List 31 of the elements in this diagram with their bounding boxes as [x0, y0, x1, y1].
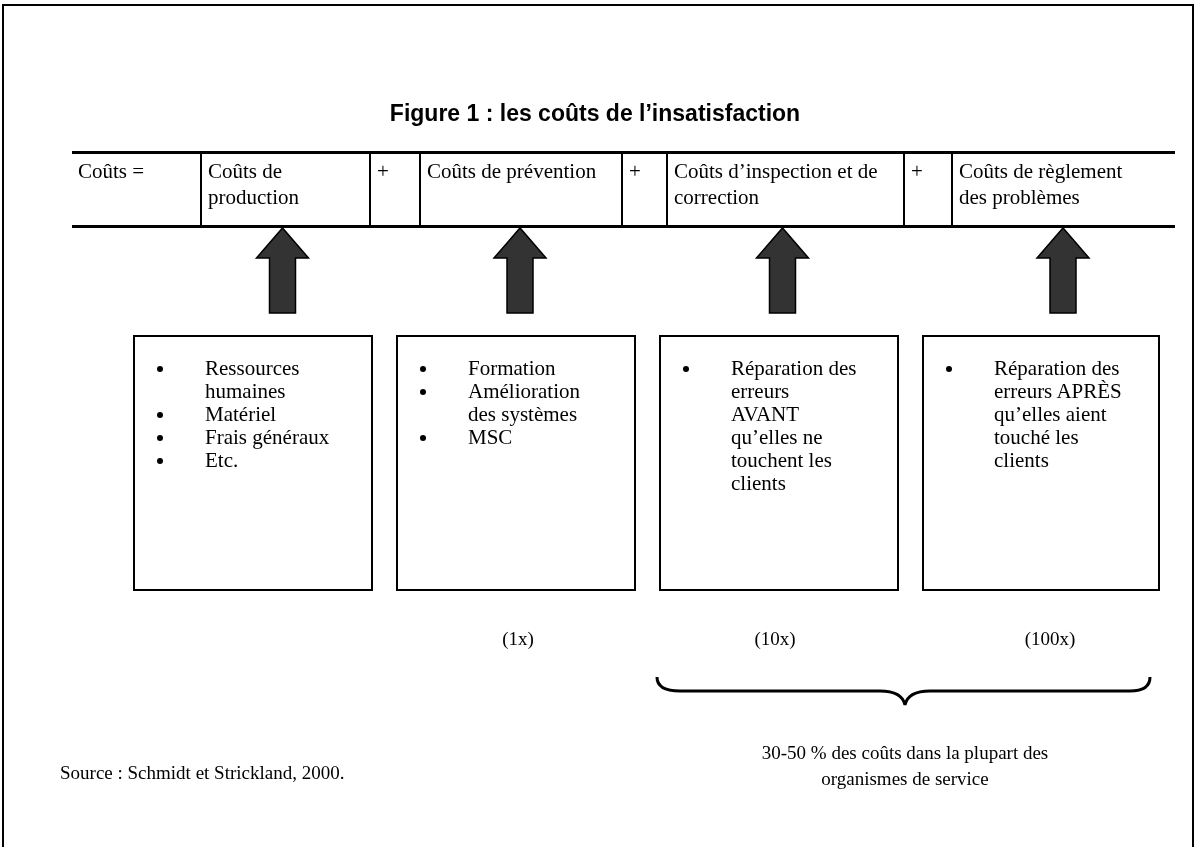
list-item: Frais généraux [205, 426, 330, 449]
list-item: Ressources humaines [205, 357, 301, 403]
list-item: Matériel [205, 403, 277, 426]
table-cell: Coûts d’inspection et de correction [666, 154, 903, 226]
table-cell: Coûts de production [200, 154, 369, 226]
table-cell: Coûts = [72, 154, 200, 226]
title: Figure 1 : les coûts de l’insatisfaction [388, 99, 802, 128]
table-cell: + [903, 154, 951, 226]
list-item: Etc. [205, 449, 239, 472]
multiplier-label: (10x) [753, 627, 797, 651]
text-box [922, 335, 1160, 591]
block-arrow [1035, 226, 1091, 314]
list-item: Réparation des erreurs APRÈS qu’elles aient touché les clients [994, 357, 1122, 472]
list-item: MSC [468, 426, 513, 449]
source-note: Source : Schmidt et Strickland, 2000. [60, 761, 346, 785]
multiplier-label: (100x) [1023, 627, 1077, 651]
list-item: Amélioration des systèmes [468, 380, 581, 426]
block-arrow [492, 226, 548, 314]
brace-note: 30-50 % des coûts dans la plupart des organismes de service [760, 741, 1050, 791]
table-cell: + [369, 154, 419, 226]
text-box [659, 335, 899, 591]
text-box [396, 335, 636, 591]
multiplier-label: (1x) [501, 627, 535, 651]
text-box [133, 335, 373, 591]
block-arrow [254, 226, 311, 314]
table-cell: Coûts de prévention [419, 154, 621, 226]
block-arrow [754, 226, 811, 314]
table-cell: Coûts de règlement des problèmes [951, 154, 1175, 226]
list-item: Réparation des erreurs AVANT qu’elles ne touchent les clients [731, 357, 858, 495]
list-item: Formation [468, 357, 556, 380]
table-cell: + [621, 154, 666, 226]
